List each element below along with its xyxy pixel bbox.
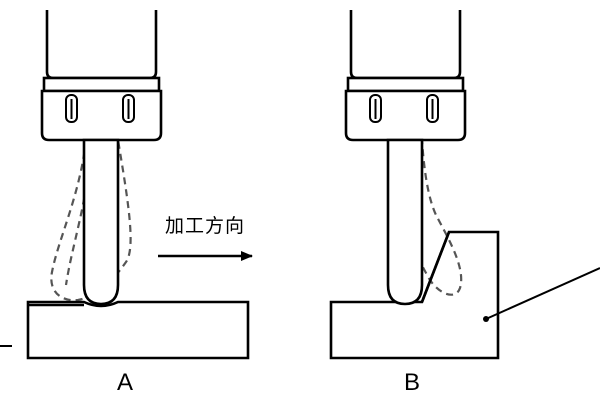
panel-a: A <box>26 10 250 396</box>
end-mill-b <box>386 138 424 306</box>
tool-holder-a <box>45 10 158 80</box>
panel-b: B <box>329 10 600 396</box>
holder-band-a <box>42 76 161 93</box>
end-mill-a <box>82 138 120 306</box>
right-leader-line <box>485 267 600 320</box>
machining-direction: 加工方向 <box>158 215 253 261</box>
workpiece-b-step <box>420 231 451 303</box>
collet-slot-a-left <box>65 94 78 123</box>
panel-a-label: A <box>117 369 133 396</box>
workpiece-a <box>26 300 250 360</box>
collet-slot-b-left <box>369 94 382 123</box>
holder-band-b <box>346 76 465 93</box>
direction-label: 加工方向 <box>165 215 245 237</box>
deflected-tool-a <box>50 139 132 302</box>
collet-nut-a <box>40 89 163 142</box>
collet-slot-b-right <box>426 94 439 123</box>
collet-nut-b <box>344 89 467 142</box>
tool-holder-b <box>349 10 462 80</box>
panel-b-label: B <box>404 369 420 396</box>
collet-slot-a-right <box>122 94 135 123</box>
workpiece-b <box>329 230 500 360</box>
